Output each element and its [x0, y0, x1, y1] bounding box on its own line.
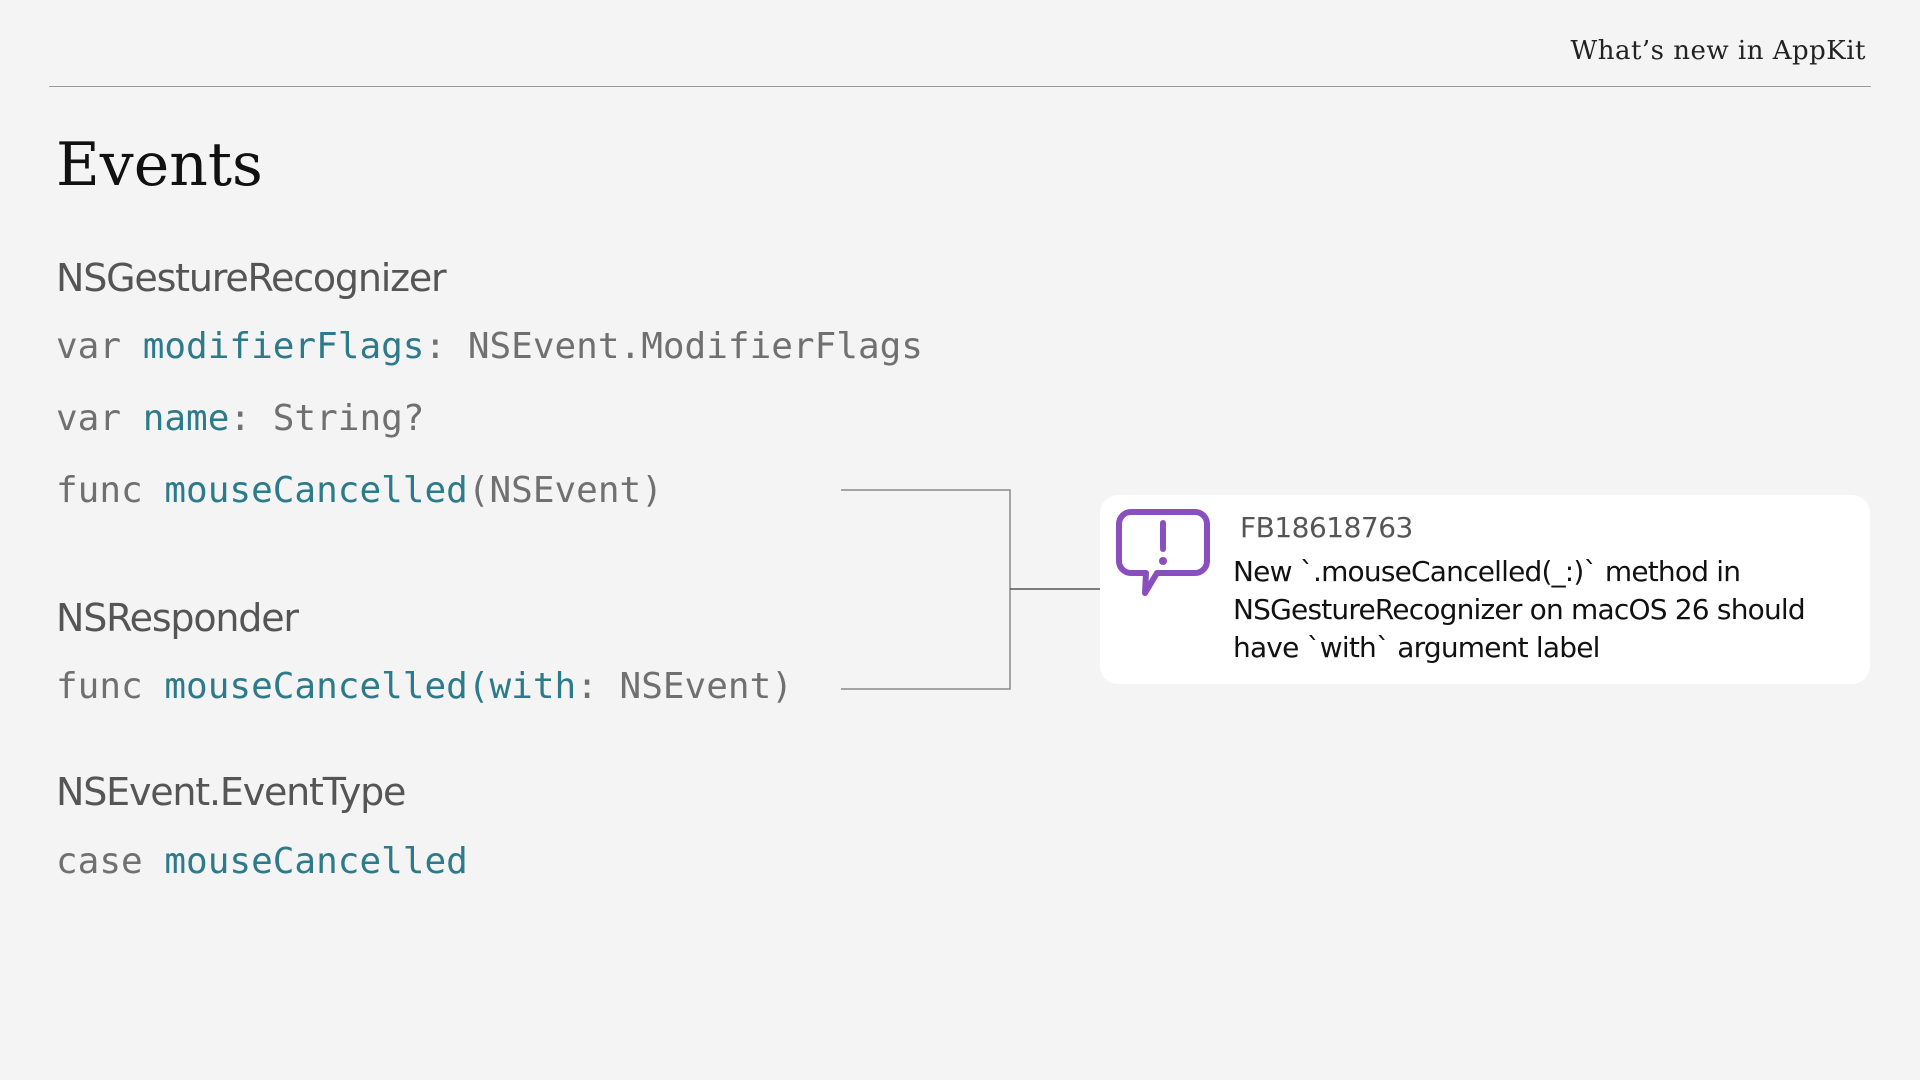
code-identifier: mouseCancelled: [164, 470, 468, 511]
code-identifier: modifierFlags: [142, 326, 425, 367]
code-line-case-mousecancelled: case mouseCancelled: [56, 841, 468, 882]
code-keyword: case: [56, 841, 165, 882]
code-type: : String?: [229, 398, 425, 439]
code-identifier: name: [142, 398, 230, 439]
code-line-name: var name: String?: [56, 398, 424, 439]
code-line-mousecancelled-gesture: func mouseCancelled(NSEvent): [56, 470, 663, 511]
feedback-exclamation-icon: [1116, 509, 1210, 596]
feedback-text: New `.mouseCancelled(_:)` method in NSGe…: [1233, 555, 1806, 664]
section-heading-nsevent-eventtype: NSEvent.EventType: [56, 770, 406, 814]
page-title: Events: [56, 130, 263, 200]
code-line-modifierflags: var modifierFlags: NSEvent.ModifierFlags: [56, 326, 923, 367]
code-type: (NSEvent): [467, 470, 663, 511]
code-identifier: mouseCancelled(with: [164, 666, 577, 707]
header-divider: [49, 86, 1871, 87]
section-heading-nsresponder: NSResponder: [56, 596, 299, 640]
feedback-callout: FB18618763 New `.mouseCancelled(_:)` met…: [1100, 495, 1870, 684]
code-line-mousecancelled-responder: func mouseCancelled(with: NSEvent): [56, 666, 793, 707]
section-heading-nsgesturerecognizer: NSGestureRecognizer: [56, 256, 447, 300]
code-identifier: mouseCancelled: [164, 841, 468, 882]
code-type: : NSEvent.ModifierFlags: [424, 326, 923, 367]
code-keyword: func: [56, 666, 165, 707]
code-type: : NSEvent): [576, 666, 793, 707]
code-keyword: var: [56, 398, 143, 439]
code-keyword: func: [56, 470, 165, 511]
feedback-id: FB18618763: [1240, 511, 1413, 544]
header-title: What’s new in AppKit: [1570, 36, 1866, 66]
code-keyword: var: [56, 326, 143, 367]
